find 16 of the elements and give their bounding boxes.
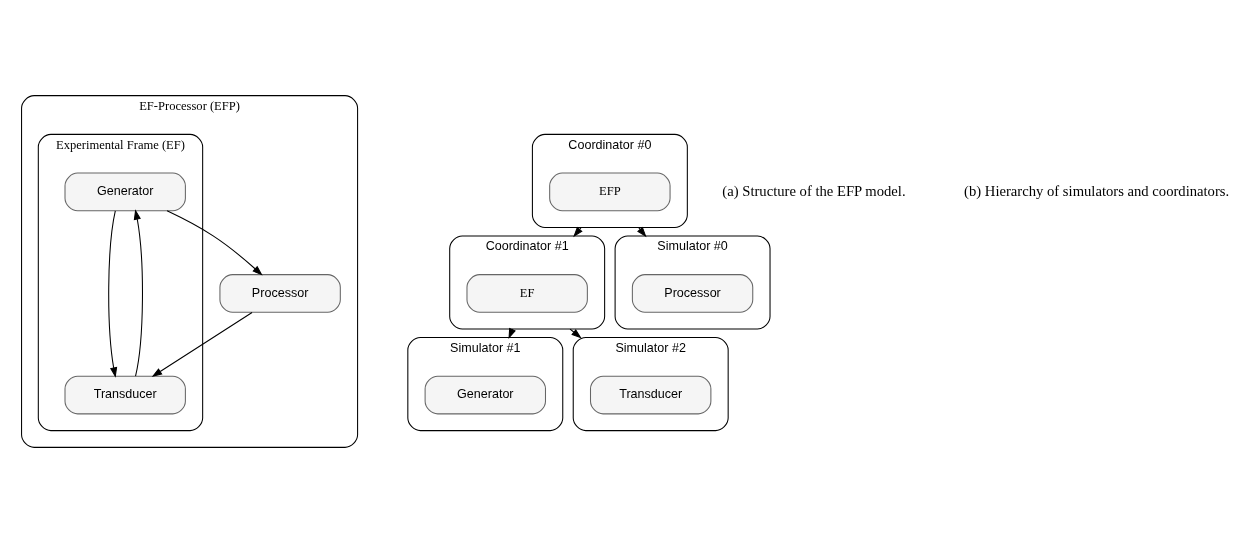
- node-box: Generator: [424, 375, 546, 414]
- arrow: [151, 311, 253, 377]
- arrow: [572, 226, 583, 237]
- arrow: [166, 209, 263, 276]
- node-box: Transducer: [589, 375, 711, 414]
- label: (b) Hierarchy of simulators and coordinators.: [963, 182, 1229, 199]
- node-box: EFP: [548, 172, 671, 211]
- node-box: Processor: [218, 273, 341, 313]
- node-box: Generator: [63, 172, 186, 211]
- node-box: EF: [465, 273, 588, 313]
- arrow: [569, 328, 582, 338]
- node-box: Transducer: [63, 375, 186, 414]
- label: (a) Structure of the EFP model.: [721, 182, 906, 199]
- arrow: [107, 209, 117, 378]
- arrow: [133, 208, 143, 377]
- node-box: Processor: [631, 273, 753, 313]
